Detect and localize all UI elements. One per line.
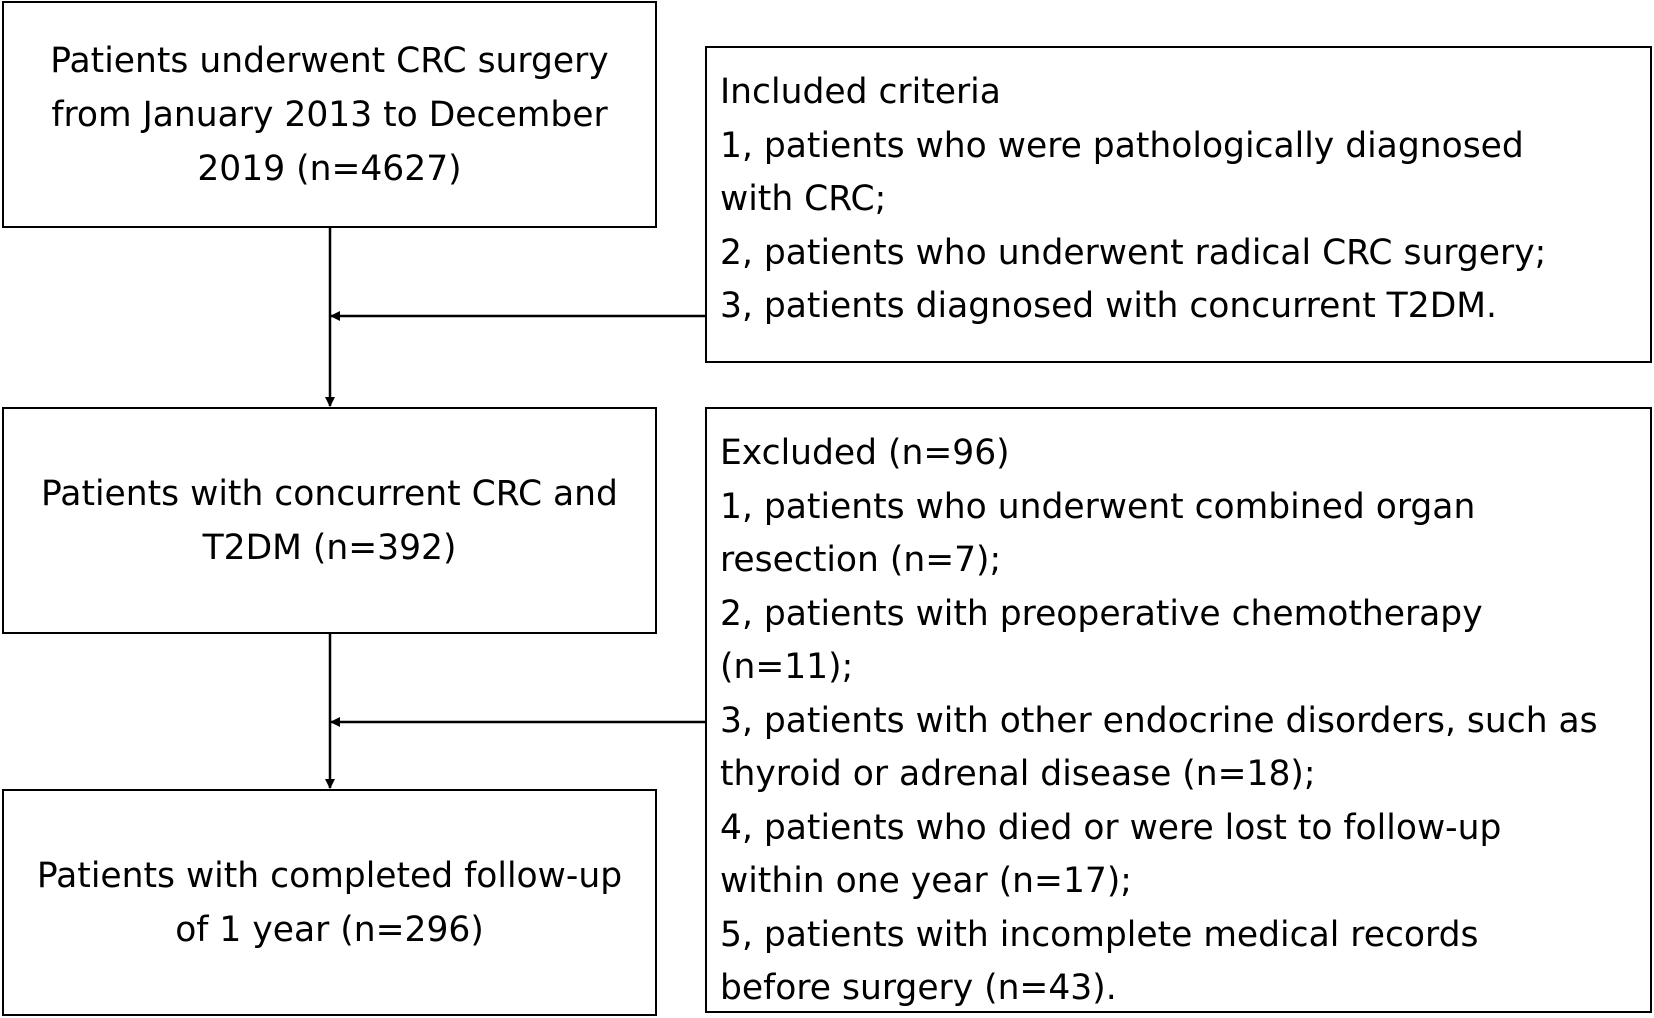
- criteria-line: 1, patients who were pathologically diag…: [720, 125, 1524, 166]
- exclusion-heading: Excluded (n=96): [720, 433, 1010, 473]
- exclusion-line: (n=11);: [720, 647, 854, 687]
- box-concurrent-crc-t2dm: Patients with concurrent CRC and T2DM (n…: [2, 407, 657, 634]
- box-text-line: of 1 year (n=296): [175, 909, 484, 950]
- exclusion-line: before surgery (n=43).: [720, 968, 1117, 1008]
- box-surgery-patients: Patients underwent CRC surgery from Janu…: [2, 1, 657, 228]
- box-text-line: 2019 (n=4627): [197, 148, 462, 189]
- criteria-line: with CRC;: [720, 179, 887, 219]
- exclusion-line: 3, patients with other endocrine disorde…: [720, 700, 1598, 741]
- exclusion-line: thyroid or adrenal disease (n=18);: [720, 754, 1316, 794]
- exclusion-line: 4, patients who died or were lost to fol…: [720, 807, 1502, 848]
- box-completed-follow-up: Patients with completed follow-up of 1 y…: [2, 789, 657, 1016]
- box-text-line: T2DM (n=392): [202, 527, 457, 568]
- exclusion-line: 1, patients who underwent combined organ: [720, 486, 1476, 527]
- exclusion-line: within one year (n=17);: [720, 861, 1132, 901]
- criteria-line: 3, patients diagnosed with concurrent T2…: [720, 286, 1498, 326]
- box-exclusion-criteria: Excluded (n=96) 1, patients who underwen…: [705, 407, 1652, 1013]
- box-inclusion-criteria: Included criteria 1, patients who were p…: [705, 46, 1652, 363]
- box-text-line: Patients with concurrent CRC and: [41, 473, 618, 514]
- exclusion-line: resection (n=7);: [720, 540, 1002, 580]
- box-text-line: from January 2013 to December: [51, 94, 608, 135]
- criteria-line: 2, patients who underwent radical CRC su…: [720, 232, 1547, 273]
- exclusion-line: 5, patients with incomplete medical reco…: [720, 914, 1479, 955]
- box-text-line: Patients underwent CRC surgery: [50, 40, 609, 81]
- box-text-line: Patients with completed follow-up: [36, 855, 623, 896]
- criteria-heading: Included criteria: [720, 72, 1001, 112]
- exclusion-line: 2, patients with preoperative chemothera…: [720, 593, 1483, 634]
